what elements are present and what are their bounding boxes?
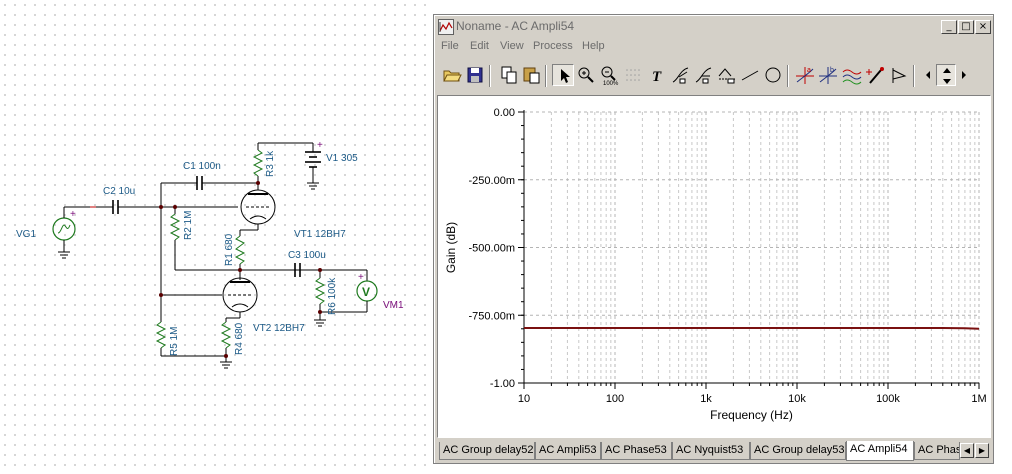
minimize-button[interactable]: _ [941, 20, 957, 34]
x-tick-label: 1M [971, 393, 986, 405]
window-title: Noname - AC Ampli54 [456, 19, 575, 33]
menu-process[interactable]: Process [533, 40, 573, 52]
schematic-drawing: VG1 C2 10u C1 100n R3 1k V1 305 R2 1M R1… [16, 140, 404, 369]
flag-icon[interactable] [888, 64, 910, 86]
x-tick-label: 10k [788, 393, 806, 405]
x-tick-label: 1k [700, 393, 712, 405]
y-axis-label: Gain (dB) [444, 222, 458, 273]
line-icon[interactable] [739, 64, 761, 86]
tab-ac-group-delay52[interactable]: AC Group delay52 [439, 442, 535, 460]
label-r3: R3 1k [265, 150, 276, 177]
paste-icon[interactable] [521, 64, 543, 86]
svg-text:100%: 100% [603, 81, 619, 86]
label-c1: C1 100n [183, 161, 221, 172]
label-r1: R1 680 [224, 233, 235, 266]
x-tick-label: 10 [518, 393, 530, 405]
tab-bar: AC Group delay52 AC Ampli53 AC Phase53 A… [437, 441, 991, 461]
toolbar: 100% T a b [437, 61, 990, 91]
toolbar-separator [489, 65, 491, 87]
tab-ac-ampli54[interactable]: AC Ampli54 [846, 441, 914, 461]
menu-help[interactable]: Help [582, 40, 605, 52]
zoom-100-icon[interactable]: 100% [598, 64, 620, 86]
svg-text:b: b [830, 67, 834, 74]
label-r5: R5 1M [169, 327, 180, 356]
menu-edit[interactable]: Edit [470, 40, 489, 52]
maximize-button[interactable]: □ [958, 20, 974, 34]
title-bar[interactable]: Noname - AC Ampli54 _ □ × [436, 17, 991, 37]
grid-icon[interactable] [622, 64, 644, 86]
label-r2: R2 1M [183, 211, 194, 240]
menu-file[interactable]: File [441, 40, 459, 52]
vg1-plus: + [70, 209, 76, 220]
copy-icon[interactable] [498, 64, 520, 86]
label-v1: V1 305 [326, 153, 358, 164]
label-vg1: VG1 [16, 229, 36, 240]
x-tick-label: 100k [876, 393, 900, 405]
zoom-in-icon[interactable] [575, 64, 597, 86]
cursor-b-icon[interactable] [693, 64, 715, 86]
tab-ac-group-delay53[interactable]: AC Group delay53 [750, 442, 846, 460]
y-tick-label: -750.00m [469, 310, 515, 322]
circle-icon[interactable] [762, 64, 784, 86]
toolbar-separator [787, 65, 789, 87]
probe-icon[interactable] [865, 64, 887, 86]
label-vt2: VT2 12BH7 [253, 323, 305, 334]
v1-plus: + [317, 140, 323, 151]
scroll-left-icon[interactable] [921, 64, 935, 86]
toolbar-separator [913, 65, 915, 87]
tab-ac-ampli53[interactable]: AC Ampli53 [535, 442, 601, 460]
tab-ac-nyquist53[interactable]: AC Nyquist53 [672, 442, 750, 460]
y-tick-label: -250.00m [469, 175, 515, 187]
marker-b-icon[interactable]: b [817, 64, 839, 86]
tab-scroll-left-icon[interactable]: ◀ [960, 443, 974, 458]
scroll-updown-icon[interactable] [936, 64, 956, 86]
scroll-right-icon[interactable] [957, 64, 971, 86]
y-tick-label: -500.00m [469, 243, 515, 255]
menu-bar: File Edit View Process Help [436, 39, 991, 57]
text-icon[interactable]: T [647, 64, 669, 86]
svg-text:T: T [652, 69, 662, 85]
label-vm1: VM1 [383, 300, 404, 311]
tab-ac-phase53[interactable]: AC Phase53 [601, 442, 672, 460]
pointer-icon[interactable] [552, 64, 574, 86]
open-icon[interactable] [441, 64, 463, 86]
cursor-c-icon[interactable] [716, 64, 738, 86]
app-icon [438, 19, 454, 35]
label-vt1: VT1 12BH7 [294, 229, 346, 240]
tab-ac-phas[interactable]: AC Phas [914, 442, 960, 460]
tab-scroll-right-icon[interactable]: ▶ [975, 443, 989, 458]
save-icon[interactable] [464, 64, 486, 86]
marker-a-icon[interactable]: a [794, 64, 816, 86]
curve-icon[interactable] [841, 64, 863, 86]
schematic-canvas[interactable]: VG1 C2 10u C1 100n R3 1k V1 305 R2 1M R1… [0, 0, 430, 474]
label-r6: R6 100k [327, 277, 338, 315]
label-c2: C2 10u [103, 186, 135, 197]
svg-text:a: a [807, 67, 811, 74]
ac-analysis-window[interactable]: Noname - AC Ampli54 _ □ × File Edit View… [433, 14, 994, 464]
menu-view[interactable]: View [500, 40, 524, 52]
x-tick-label: 100 [606, 393, 624, 405]
cursor-a-icon[interactable] [670, 64, 692, 86]
vm1-letter: V [362, 285, 370, 299]
gain-series-line [524, 327, 980, 330]
toolbar-separator [545, 65, 547, 87]
y-tick-label: 0.00 [494, 107, 515, 119]
label-r4: R4 680 [234, 322, 245, 355]
close-button[interactable]: × [975, 20, 991, 34]
x-axis-label: Frequency (Hz) [710, 408, 793, 422]
y-tick-label: -1.00 [490, 378, 515, 390]
label-c3: C3 100u [288, 250, 326, 261]
vg1-source-symbol [52, 217, 76, 241]
vm1-plus: + [358, 272, 364, 283]
